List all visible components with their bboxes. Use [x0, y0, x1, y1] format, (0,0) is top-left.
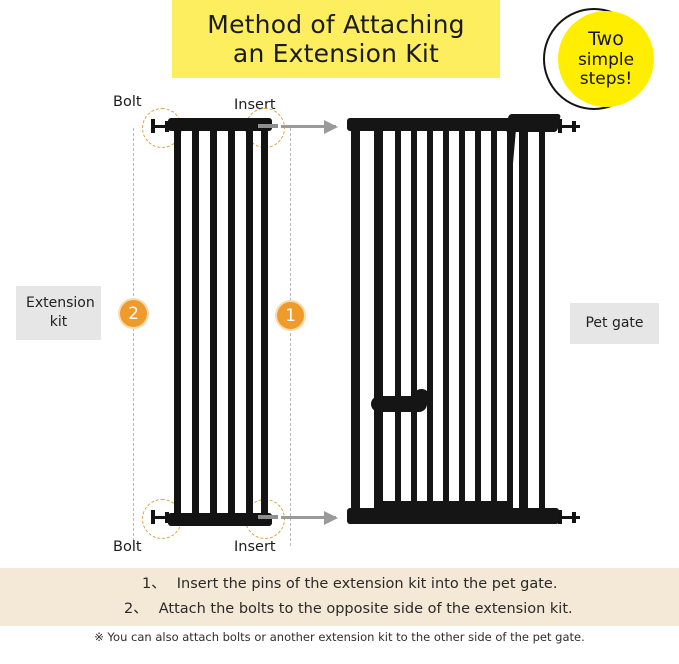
footnote-text: ※ You can also attach bolts or another e… [94, 630, 585, 644]
pet-gate-bar [427, 126, 433, 511]
pet-gate-bottom-rail [347, 508, 559, 524]
badge-line-1: Two [588, 28, 624, 51]
step-badge-2: 2 [120, 300, 147, 327]
alignment-guide-right [290, 128, 291, 546]
pet-gate-bar [539, 126, 545, 511]
arrow-right-top-icon [281, 119, 338, 134]
extension-kit-label: Extension kit [16, 286, 101, 340]
page-title-line-1: Method of Attaching [207, 9, 465, 39]
extension-kit-bar [261, 127, 268, 518]
pet-gate-bar [491, 126, 497, 511]
assembly-diagram: 2 1 Extension kit Pet gate Bolt Insert B… [0, 78, 679, 568]
pet-gate-bar [459, 126, 465, 511]
extension-kit-label-line-2: kit [49, 313, 68, 330]
pet-gate-bar [411, 126, 417, 511]
pet-gate-right-post [519, 128, 528, 512]
arrow-right-bottom-icon [281, 510, 338, 525]
badge-line-2: simple [577, 49, 635, 70]
pet-gate-graphic [347, 114, 561, 528]
bolt-icon-extension-top [149, 119, 175, 133]
extension-kit-graphic [168, 118, 272, 526]
pet-gate-bar [395, 126, 401, 511]
extension-kit-bottom-rail [168, 513, 272, 526]
step-badge-1: 1 [277, 302, 304, 329]
extension-kit-bar [192, 127, 199, 518]
title-banner: Method of Attaching an Extension Kit [172, 0, 500, 78]
pet-gate-bar [475, 126, 481, 511]
two-simple-steps-badge: Two simple steps! [541, 6, 663, 118]
insert-pin-bottom [258, 515, 278, 519]
callout-bolt-bottom: Bolt [113, 539, 142, 555]
instruction-row: 1、 Insert the pins of the extension kit … [0, 572, 679, 597]
extension-kit-bar [174, 127, 181, 518]
bolt-icon-gate-bottom [556, 510, 582, 524]
bolt-icon-extension-bottom [149, 510, 175, 524]
badge-circle: Two simple steps! [558, 11, 654, 107]
pet-gate-top-rail [347, 118, 537, 131]
pet-gate-label: Pet gate [570, 303, 659, 344]
extension-kit-top-rail [168, 118, 272, 131]
pet-gate-bar [443, 126, 449, 511]
alignment-guide-left [133, 128, 134, 546]
instruction-text: Attach the bolts to the opposite side of… [158, 601, 573, 617]
instruction-number: 2、 [124, 601, 148, 617]
pet-gate-left-post [351, 124, 360, 512]
pet-gate-latch-knob [413, 389, 430, 406]
pet-gate-inner-post [374, 124, 383, 512]
instructions-panel: 1、 Insert the pins of the extension kit … [0, 568, 679, 626]
insert-pin-top [258, 124, 278, 128]
instruction-row: 2、 Attach the bolts to the opposite side… [0, 597, 679, 622]
callout-insert-bottom: Insert [234, 539, 276, 555]
bolt-icon-gate-top [556, 119, 582, 133]
page-title-line-2: an Extension Kit [232, 39, 440, 68]
instruction-text: Insert the pins of the extension kit int… [176, 575, 558, 592]
extension-kit-bar [210, 127, 217, 518]
extension-kit-bar [246, 127, 253, 518]
instruction-number: 1、 [142, 575, 166, 592]
extension-kit-label-line-1: Extension [26, 295, 95, 311]
badge-line-3: steps! [579, 68, 633, 89]
callout-bolt-top: Bolt [113, 94, 142, 110]
pet-gate-bar [507, 126, 513, 511]
extension-kit-bar [228, 127, 235, 518]
